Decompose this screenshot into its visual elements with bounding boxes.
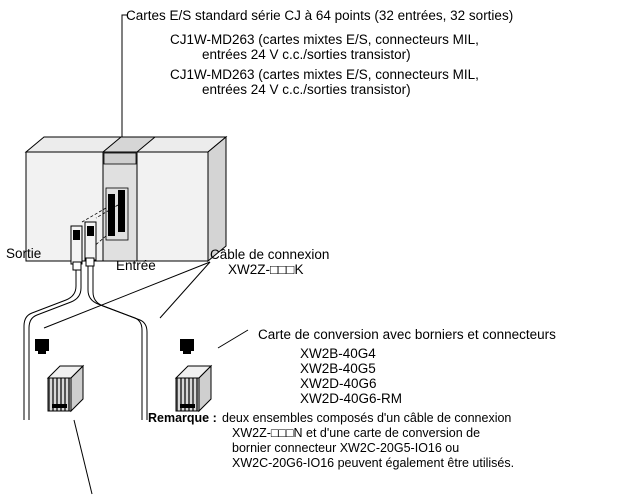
- converter-title: Carte de conversion avec borniers et con…: [258, 327, 556, 342]
- title-text: Cartes E/S standard série CJ à 64 points…: [126, 8, 514, 23]
- cable-model: XW2Z-□□□K: [228, 262, 304, 277]
- cable-plugs: [70, 221, 97, 271]
- converter-model-4: XW2D-40G6-RM: [300, 391, 403, 406]
- ribbon-cables: [23, 266, 148, 420]
- remark-line2: XW2Z-□□□N et d'une carte de conversion d…: [232, 426, 481, 440]
- terminal-board-right: [174, 364, 213, 413]
- input-label: Entrée: [116, 258, 156, 273]
- output-label: Sortie: [6, 246, 42, 261]
- model2-line2: entrées 24 V c.c./sorties transistor): [202, 82, 411, 97]
- io-module: [101, 136, 157, 262]
- cable-title: Câble de connexion: [210, 247, 330, 262]
- remark-line3: bornier connecteur XW2C-20G5-IO16 ou: [232, 441, 460, 455]
- cable-end-plugs: [35, 339, 194, 354]
- model1-line2: entrées 24 V c.c./sorties transistor): [202, 47, 411, 62]
- converter-model-3: XW2D-40G6: [300, 376, 377, 391]
- leader-lines: [43, 261, 249, 495]
- model1-line1: CJ1W-MD263 (cartes mixtes E/S, connecteu…: [170, 32, 479, 47]
- remark-line4: XW2C-20G6-IO16 peuvent également être ut…: [232, 456, 515, 470]
- remark-label: Remarque :: [148, 411, 217, 425]
- converter-model-2: XW2B-40G5: [300, 361, 376, 376]
- converter-model-1: XW2B-40G4: [300, 346, 376, 361]
- remark-line1: deux ensembles composés d'un câble de co…: [222, 411, 512, 425]
- title-leader-line: [121, 14, 128, 138]
- model2-line1: CJ1W-MD263 (cartes mixtes E/S, connecteu…: [170, 67, 479, 82]
- terminal-board-left: [46, 364, 85, 413]
